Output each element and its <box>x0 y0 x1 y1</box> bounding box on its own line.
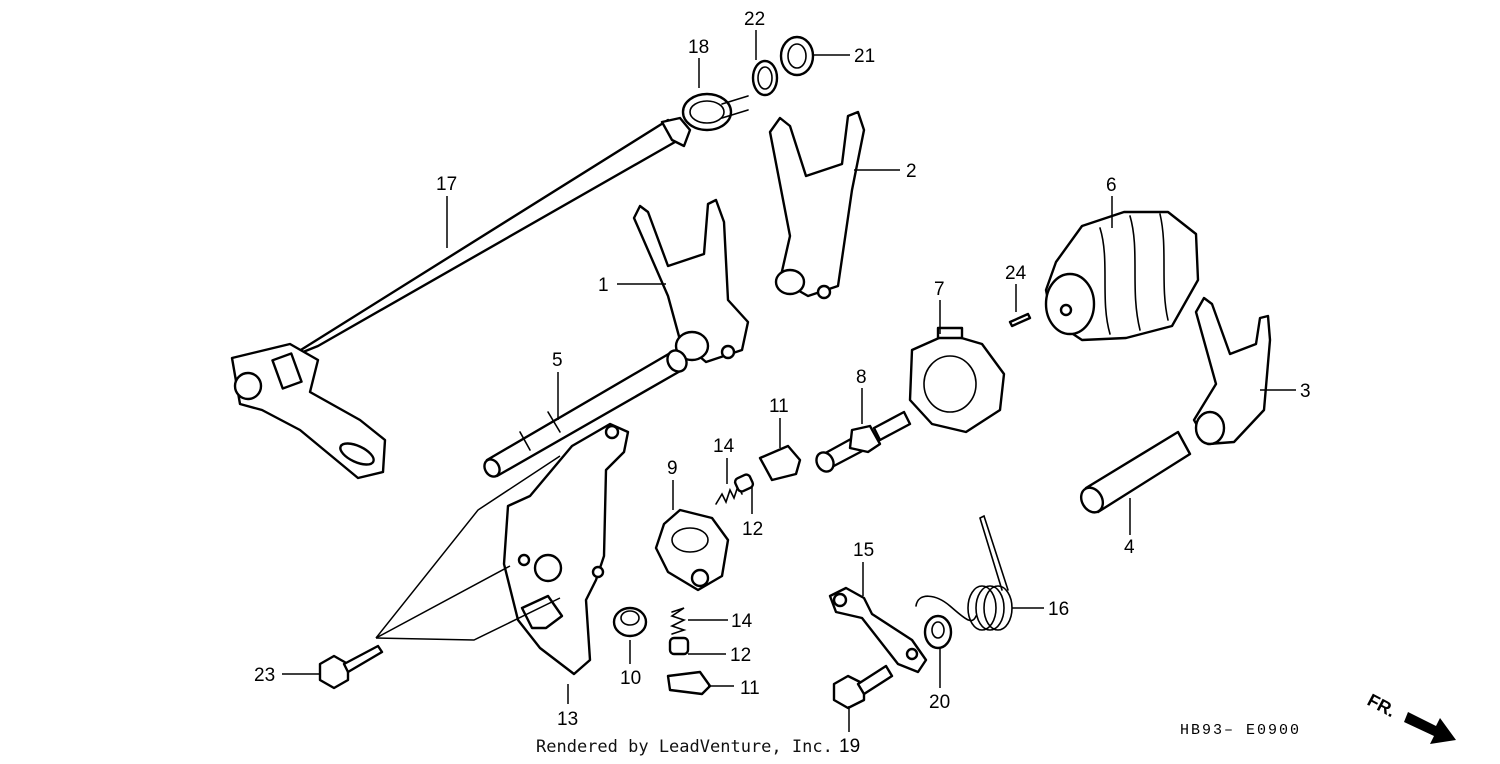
pin-12-upper <box>733 473 755 493</box>
fork-shaft-5 <box>483 349 688 478</box>
callout-23: 23 <box>254 665 275 686</box>
return-spring <box>915 514 1013 631</box>
shift-fork-2 <box>768 110 866 300</box>
callout-8: 8 <box>856 367 867 388</box>
callout-14-lower: 14 <box>731 611 753 632</box>
bolt-23 <box>318 644 384 690</box>
callout-7: 7 <box>934 279 945 300</box>
circlip <box>751 59 779 97</box>
callout-21: 21 <box>854 46 875 67</box>
callout-1: 1 <box>598 275 609 296</box>
callout-22: 22 <box>744 9 765 30</box>
callout-5: 5 <box>552 350 563 371</box>
callout-4: 4 <box>1124 537 1135 558</box>
key-11-lower <box>666 670 712 696</box>
callout-11-lower: 11 <box>740 678 760 699</box>
diagram-code: HB93– E0900 <box>1180 722 1301 739</box>
callout-12-upper: 12 <box>742 519 763 540</box>
callout-19: 19 <box>839 736 860 757</box>
lever-15 <box>828 586 928 674</box>
shift-shaft <box>230 116 692 480</box>
pin-24 <box>1008 312 1032 328</box>
pin-bolt-8 <box>815 410 912 473</box>
callout-15: 15 <box>853 540 874 561</box>
callout-6: 6 <box>1106 175 1117 196</box>
washer-20 <box>923 614 953 650</box>
callout-18: 18 <box>688 37 709 58</box>
callout-14-upper: 14 <box>713 436 735 457</box>
leader-lines <box>282 30 1296 732</box>
fork-shaft-4 <box>1079 430 1192 514</box>
shift-drum <box>1044 210 1200 342</box>
key-11-upper <box>758 444 802 482</box>
callout-2: 2 <box>906 161 917 182</box>
pin-12-lower <box>668 636 690 656</box>
callout-24: 24 <box>1005 263 1027 284</box>
callout-3: 3 <box>1300 381 1311 402</box>
shift-fork-1 <box>632 198 750 364</box>
front-label: FR. <box>1364 690 1399 721</box>
callout-labels: 1 2 3 4 5 6 7 8 9 10 11 11 12 12 13 14 1… <box>254 9 1311 757</box>
bolt-19 <box>832 664 894 710</box>
callout-20: 20 <box>929 692 950 713</box>
callout-13: 13 <box>557 709 578 730</box>
render-credit: Rendered by LeadVenture, Inc. <box>536 737 833 757</box>
stopper-plate <box>502 422 630 676</box>
spring-14-lower <box>669 607 687 635</box>
shaft-spring <box>681 92 749 132</box>
collar-10 <box>612 606 648 638</box>
shift-fork-3 <box>1192 296 1272 446</box>
callout-17: 17 <box>436 174 457 195</box>
stopper-arm <box>654 508 730 592</box>
callout-9: 9 <box>667 458 678 479</box>
drum-center <box>908 326 1006 434</box>
callout-12-lower: 12 <box>730 645 751 666</box>
callout-10: 10 <box>620 668 641 689</box>
front-arrow-icon: FR. <box>1364 690 1456 744</box>
callout-16: 16 <box>1048 599 1069 620</box>
washer <box>779 35 815 77</box>
callout-11-upper: 11 <box>769 396 789 417</box>
